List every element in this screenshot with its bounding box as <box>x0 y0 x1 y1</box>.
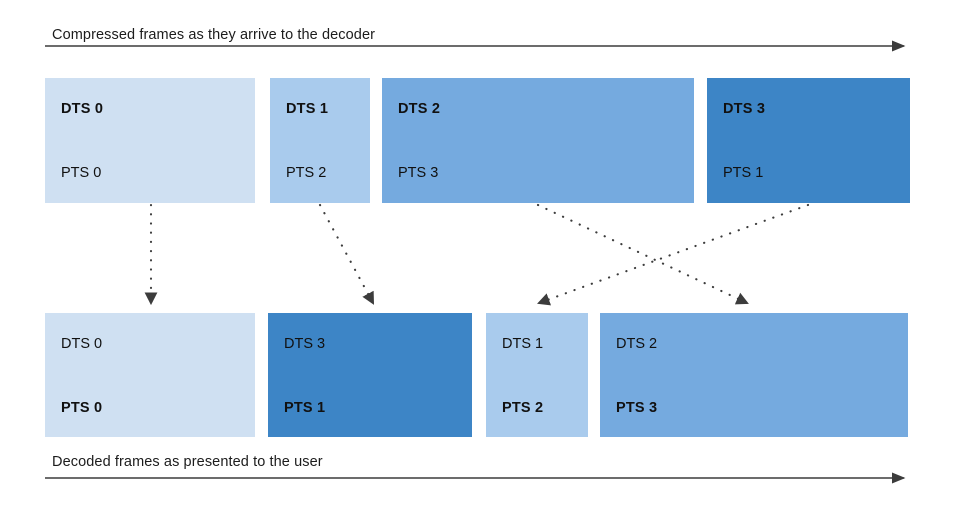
frame-pts-label: PTS 3 <box>398 165 439 181</box>
frame-decoded-2[interactable]: DTS 1 PTS 2 <box>486 313 588 437</box>
arrow-dts2-to-pts3 <box>536 203 749 305</box>
frame-dts-label: DTS 2 <box>616 336 658 352</box>
frame-pts-label: PTS 0 <box>61 400 103 416</box>
frame-dts-label: DTS 0 <box>61 336 103 352</box>
frame-pts-label: PTS 3 <box>616 400 658 416</box>
frame-pts-label: PTS 0 <box>61 165 102 181</box>
frame-decoded-1[interactable]: DTS 3 PTS 1 <box>268 313 472 437</box>
bottom-caption: Decoded frames as presented to the user <box>52 454 323 470</box>
frame-dts-label: DTS 2 <box>398 101 441 117</box>
frame-pts-label: PTS 2 <box>286 165 327 181</box>
frame-dts-label: DTS 3 <box>284 336 326 352</box>
frame-compressed-0[interactable]: DTS 0 PTS 0 <box>45 78 255 203</box>
top-caption: Compressed frames as they arrive to the … <box>52 27 376 43</box>
frame-pts-label: PTS 2 <box>502 400 544 416</box>
arrow-dts1-to-pts1 <box>318 203 375 305</box>
frame-compressed-2[interactable]: DTS 2 PTS 3 <box>382 78 694 203</box>
arrow-dts3-to-pts2 <box>537 203 810 306</box>
frame-pts-label: PTS 1 <box>284 400 326 416</box>
frame-dts-label: DTS 1 <box>286 101 329 117</box>
frame-pts-label: PTS 1 <box>723 165 764 181</box>
frame-decoded-3[interactable]: DTS 2 PTS 3 <box>600 313 908 437</box>
frame-compressed-3[interactable]: DTS 3 PTS 1 <box>707 78 910 203</box>
frame-dts-label: DTS 1 <box>502 336 544 352</box>
frame-dts-label: DTS 3 <box>723 101 766 117</box>
frame-compressed-1[interactable]: DTS 1 PTS 2 <box>270 78 370 203</box>
frame-decoded-0[interactable]: DTS 0 PTS 0 <box>45 313 255 437</box>
frame-dts-label: DTS 0 <box>61 101 104 117</box>
